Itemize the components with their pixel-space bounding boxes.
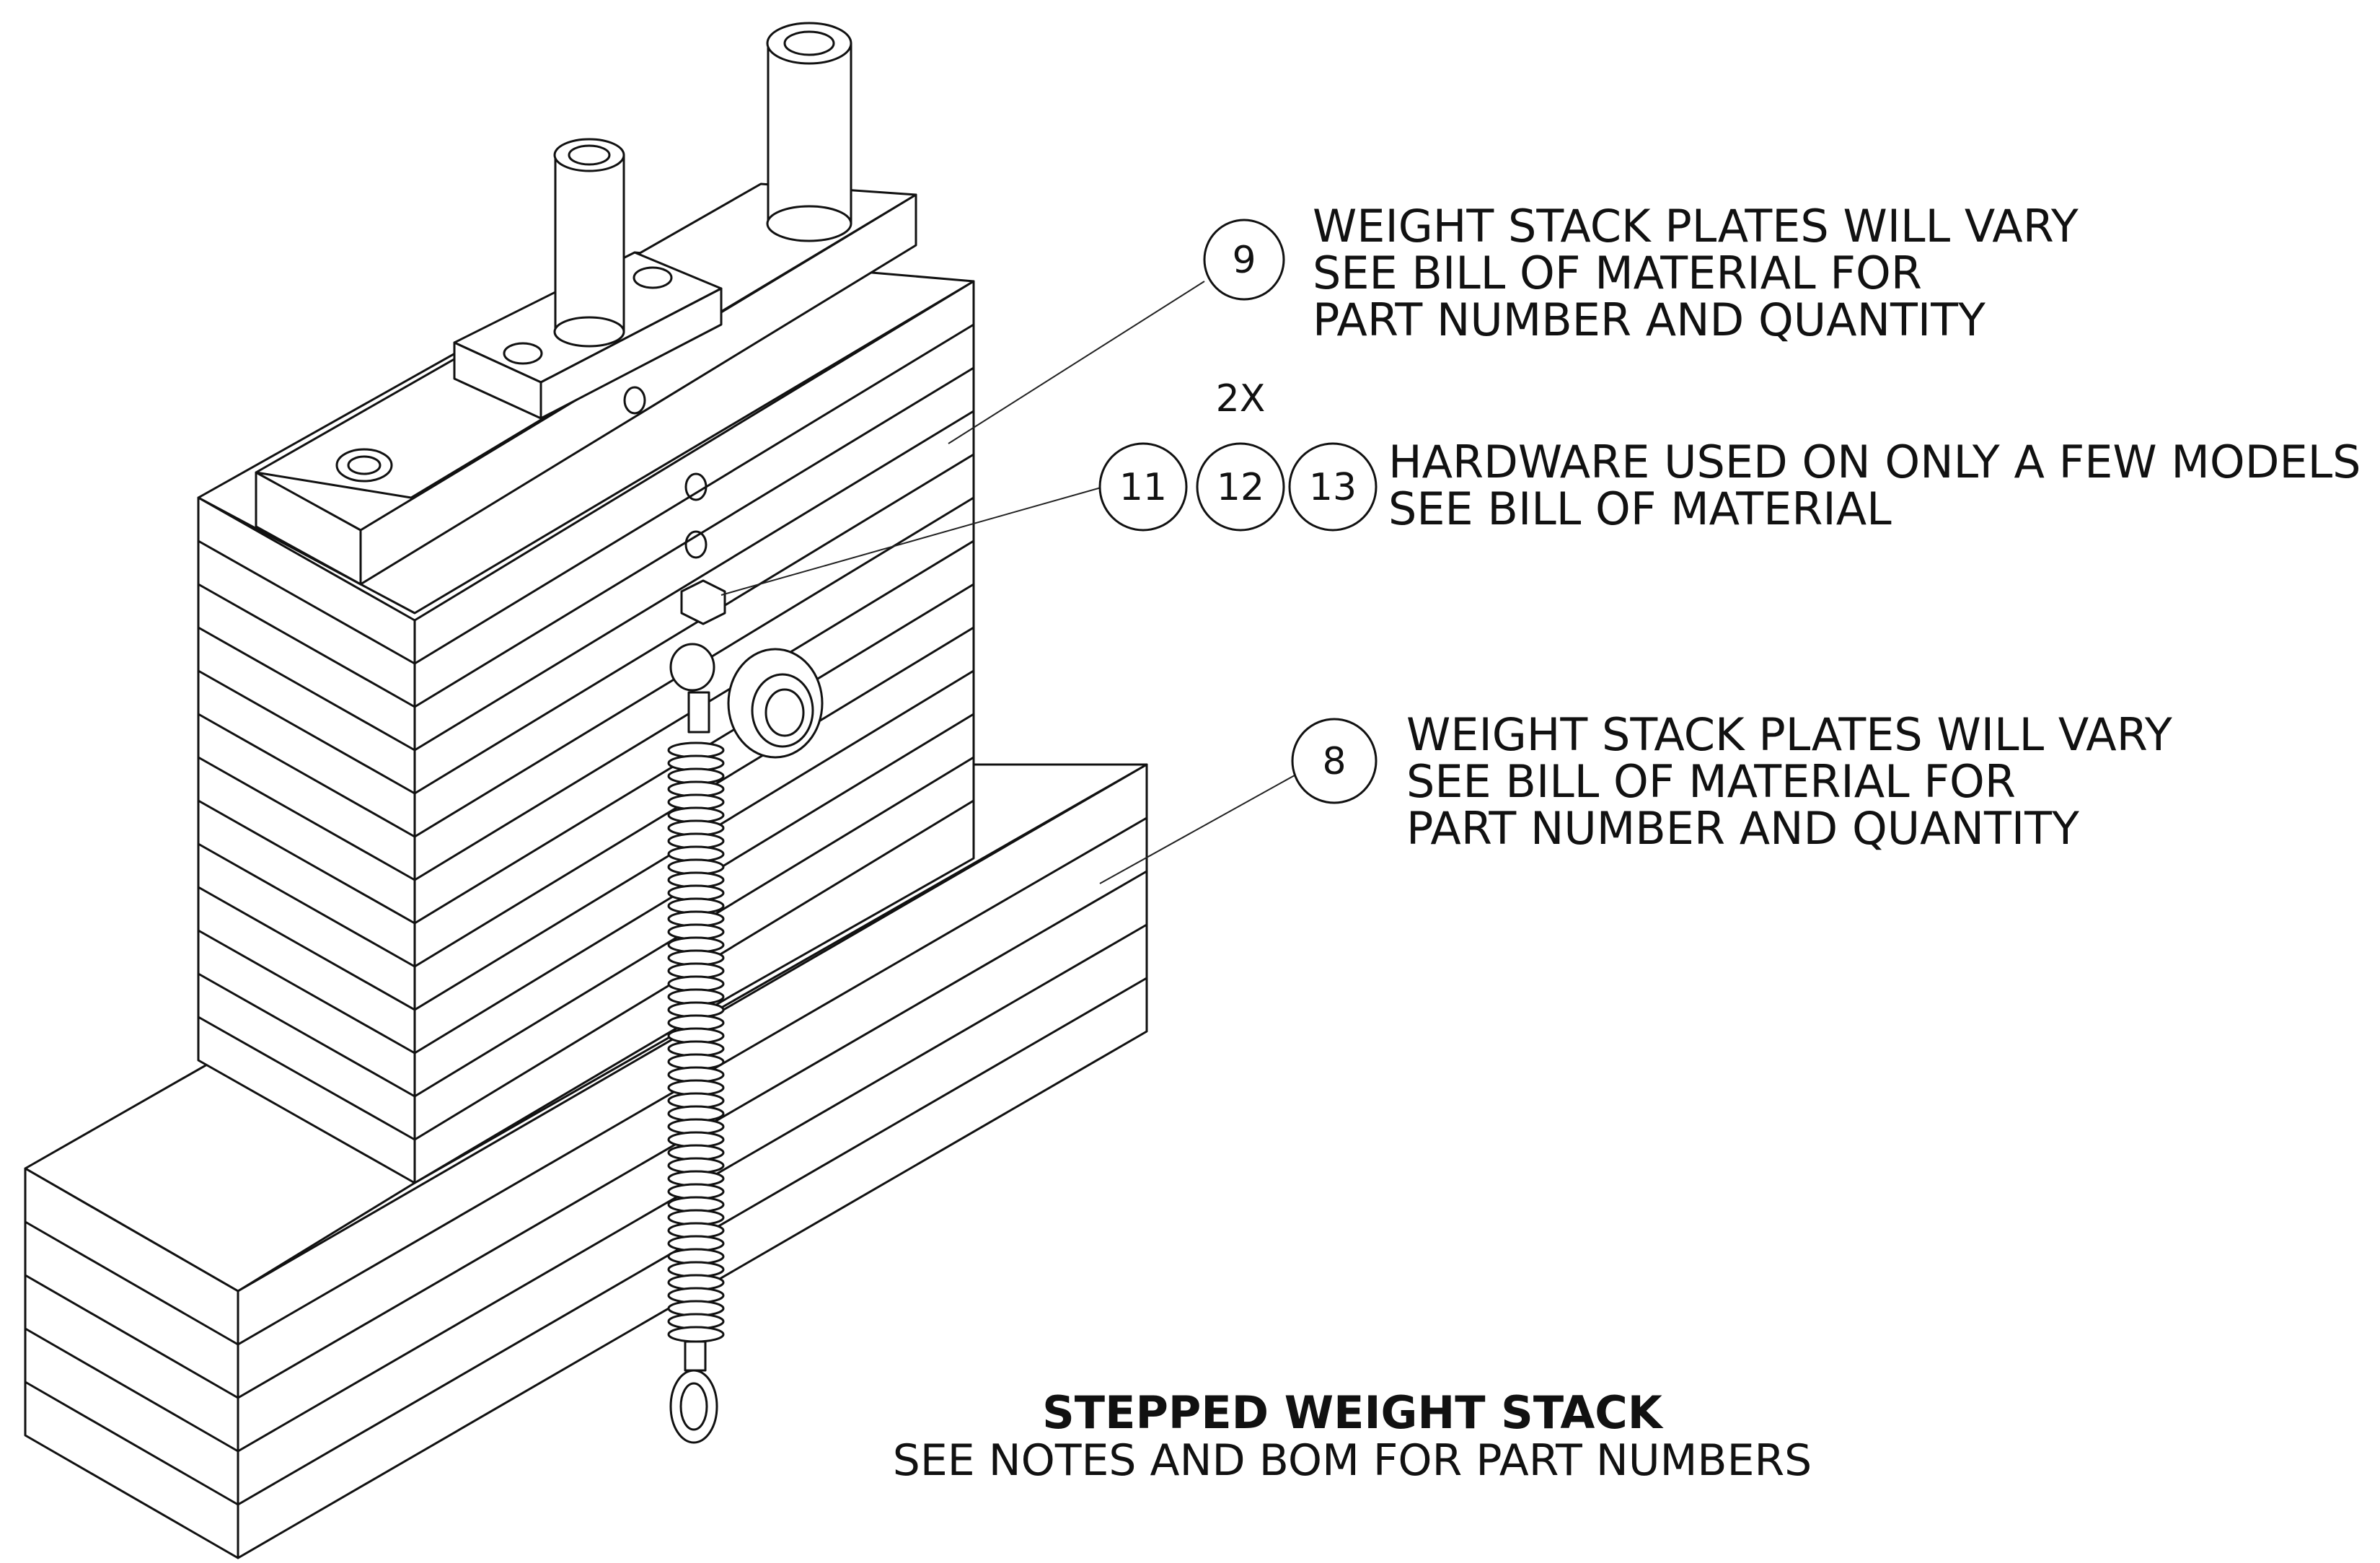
note-9-line-2: SEE BILL OF MATERIAL FOR xyxy=(1313,247,1922,299)
plate-seam xyxy=(198,1016,415,1141)
plate-seam xyxy=(198,756,415,881)
balloon-8-label: 8 xyxy=(1322,740,1346,783)
note-8-line-2: SEE BILL OF MATERIAL FOR xyxy=(1406,755,2016,808)
plate-seam xyxy=(198,972,415,1098)
plate-seam xyxy=(198,669,415,795)
plate-seam xyxy=(25,1274,239,1399)
balloon-9-label: 9 xyxy=(1232,239,1256,282)
balloon-11-label: 11 xyxy=(1119,466,1167,509)
plate-seam xyxy=(414,323,974,665)
note-hardware: HARDWARE USED ON ONLY A FEW MODELS SEE B… xyxy=(1388,436,2361,535)
plate-seam xyxy=(198,626,415,752)
title-subtitle: SEE NOTES AND BOM FOR PART NUMBERS xyxy=(893,1435,1812,1486)
note-hardware-line-2: SEE BILL OF MATERIAL xyxy=(1388,483,1892,535)
balloon-12-label: 12 xyxy=(1217,466,1264,509)
plate-seam xyxy=(198,713,415,838)
balloon-13-label: 13 xyxy=(1309,466,1357,509)
spring-coil xyxy=(667,1326,725,1343)
note-9: WEIGHT STACK PLATES WILL VARY SEE BILL O… xyxy=(1313,200,2079,346)
hardware-assembly xyxy=(667,579,824,1444)
guide-rod-short xyxy=(553,138,625,348)
balloon-9: 9 xyxy=(1203,219,1285,301)
plate-seam xyxy=(414,410,974,752)
note-8-line-3: PART NUMBER AND QUANTITY xyxy=(1406,802,2079,855)
plate-seam xyxy=(198,929,415,1055)
plate-seam xyxy=(198,799,415,925)
plate-seam xyxy=(198,886,415,1011)
note-8: WEIGHT STACK PLATES WILL VARY SEE BILL O… xyxy=(1406,708,2172,855)
plate-seam xyxy=(25,1220,239,1346)
plate-seam xyxy=(414,453,974,795)
note-8-line-1: WEIGHT STACK PLATES WILL VARY xyxy=(1406,708,2172,761)
quantity-label: 2X xyxy=(1216,377,1266,421)
plate-seam xyxy=(198,842,415,968)
guide-rod-tall xyxy=(766,22,852,242)
selector-pin-holes xyxy=(623,386,708,559)
note-hardware-line-1: HARDWARE USED ON ONLY A FEW MODELS xyxy=(1388,436,2361,488)
plate-seam xyxy=(25,1327,239,1453)
balloon-13: 13 xyxy=(1288,442,1378,532)
plate-seam xyxy=(25,1381,239,1506)
plate-seam xyxy=(198,583,415,708)
leader-lines xyxy=(720,281,1295,884)
drawing-title: STEPPED WEIGHT STACK SEE NOTES AND BOM F… xyxy=(893,1386,1812,1486)
balloon-8: 8 xyxy=(1291,718,1378,804)
plate-seam xyxy=(198,540,415,665)
balloon-12: 12 xyxy=(1196,442,1285,532)
note-9-line-3: PART NUMBER AND QUANTITY xyxy=(1313,294,1985,346)
plate-seam xyxy=(414,366,974,708)
note-9-line-1: WEIGHT STACK PLATES WILL VARY xyxy=(1313,200,2079,252)
title-main: STEPPED WEIGHT STACK xyxy=(1042,1386,1664,1439)
balloon-11: 11 xyxy=(1098,442,1188,532)
